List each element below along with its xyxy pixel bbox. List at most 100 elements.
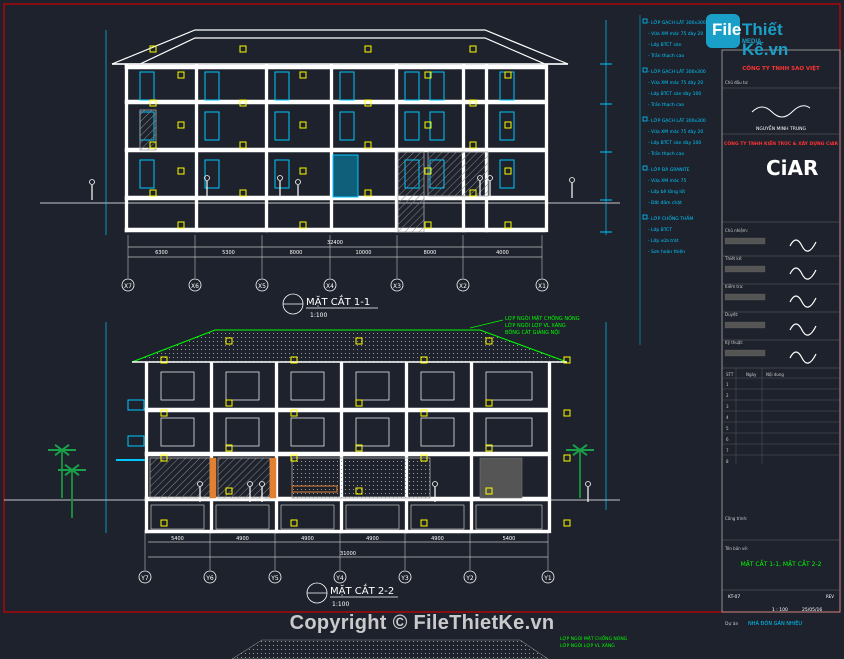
s1-window-1-5 — [429, 111, 445, 141]
s2-orange-post-2 — [269, 457, 277, 499]
s2-dim-5: 5400 — [503, 536, 516, 542]
palm-frond-0-5 — [61, 444, 70, 451]
s1-dim-total: 32400 — [327, 240, 343, 246]
s2-level-tag — [355, 487, 363, 495]
palm-frond-2-4 — [64, 464, 73, 471]
s1-column-2 — [264, 63, 269, 233]
s1-window-0-3 — [339, 71, 355, 101]
s2-room-opening-0-5 — [485, 371, 533, 401]
s1-window-0-0 — [139, 71, 155, 101]
s2-level-tag — [563, 409, 571, 417]
s2-level-tag — [160, 519, 168, 527]
spec-note-marker-16 — [642, 214, 648, 220]
s1-window-0-1 — [204, 71, 220, 101]
tb-rev-header-1: Ngày — [746, 372, 757, 377]
s1-dim-5: 4000 — [496, 250, 509, 256]
spec-note-18: - Lớp vữa trát — [648, 237, 679, 244]
s2-level-tag — [420, 519, 428, 527]
s2-level-tag — [225, 444, 233, 452]
tb-name-bar-2 — [724, 293, 766, 301]
s1-title: MẶT CẮT 1-1 — [306, 294, 370, 308]
s2-floor-slab-1 — [144, 451, 549, 457]
s1-dim-2: 8000 — [290, 250, 303, 256]
logo-sub-text: MEDIA — [742, 39, 762, 45]
sheet-border — [3, 3, 841, 613]
s1-level-tag — [424, 167, 432, 175]
s1-person-head-0 — [89, 179, 95, 185]
spec-note-19: - Sơn hoàn thiện — [648, 248, 685, 255]
s1-window-0-5 — [429, 71, 445, 101]
s2-axis-bubble-3 — [333, 570, 347, 584]
s2-level-tag — [420, 454, 428, 462]
s1-column-4 — [394, 63, 399, 233]
s2-orange-post-1 — [209, 457, 217, 499]
s2-basement-room-4 — [410, 504, 465, 530]
tb-rev-num-6: 7 — [726, 448, 729, 453]
s1-dim-1: 5300 — [222, 250, 235, 256]
s1-column-1 — [194, 63, 199, 233]
s2-level-tag — [225, 399, 233, 407]
s1-level-tag — [299, 71, 307, 79]
s2-axis-bubble-2 — [268, 570, 282, 584]
logo-badge — [706, 14, 740, 48]
palm-frond-1-1 — [579, 449, 588, 456]
s1-dim-4: 8000 — [424, 250, 437, 256]
s1-level-tag — [239, 45, 247, 53]
s1-window-2-6 — [499, 159, 515, 189]
s1-level-tag — [424, 121, 432, 129]
tb-role-4: Kỹ thuật: — [725, 340, 743, 345]
s2-room-opening-1-3 — [355, 417, 390, 447]
s2-level-tag — [563, 454, 571, 462]
s1-person-head-6 — [569, 177, 575, 183]
s2-level-tag — [160, 356, 168, 364]
s1-scale: 1:100 — [310, 312, 327, 319]
s1-level-tag — [364, 45, 372, 53]
s1-level-tag — [424, 221, 432, 229]
s2-dim-2: 4900 — [301, 536, 314, 542]
s1-axis-label-0: X7 — [124, 283, 132, 290]
s1-level-tag — [149, 141, 157, 149]
s2-bench — [291, 485, 338, 493]
s1-stair-left — [139, 109, 157, 151]
s2-person-head-0 — [197, 481, 203, 487]
palm-frond-0-4 — [54, 444, 63, 451]
spec-note-7: - Trần thạch cao — [648, 100, 684, 108]
s2-axis-bubble-1 — [203, 570, 217, 584]
spec-note-marker-0 — [642, 18, 648, 24]
s2-level-tag — [420, 409, 428, 417]
s1-person-head-1 — [204, 175, 210, 181]
s1-glass-door — [332, 154, 359, 198]
s2-roof-note-leader — [469, 319, 504, 329]
copyright-watermark: Copyright © FileThietKe.vn — [289, 612, 555, 634]
tb-role-1: Thiết kế: — [724, 256, 743, 261]
s2-room-opening-1-5 — [485, 417, 533, 447]
s2-person-head-2 — [259, 481, 265, 487]
spec-note-8: - LỚP GẠCH LÁT 300x300 — [648, 117, 706, 124]
tb-name-bar-1 — [724, 265, 766, 273]
tb-role-0: Chủ nhiệm: — [725, 228, 748, 233]
s1-axis-bubble-3 — [323, 278, 337, 292]
s2-axis-label-2: Y5 — [270, 575, 279, 582]
s1-level-tag — [299, 221, 307, 229]
s2-room-opening-0-1 — [225, 371, 260, 401]
s1-axis-label-5: X2 — [459, 283, 467, 290]
s2-dark-panel — [479, 457, 523, 499]
s2-column-2 — [274, 361, 279, 534]
s2-room-opening-0-2 — [290, 371, 325, 401]
s1-level-tag — [504, 121, 512, 129]
s1-level-tag — [424, 71, 432, 79]
s1-level-tag — [504, 167, 512, 175]
s1-window-2-1 — [204, 159, 220, 189]
s2-room-opening-1-2 — [290, 417, 325, 447]
tb-company2: CÔNG TY TNHH KIẾN TRÚC & XÂY DỰNG CIAR — [724, 139, 838, 147]
spec-note-14: - Lớp bê tông lót — [648, 188, 685, 195]
tb-rev-num-0: 1 — [726, 382, 729, 387]
s2-basement-room-2 — [280, 504, 335, 530]
tb-rev-label: REV — [826, 594, 834, 599]
s2-roof-note-0: LỢP NGÓI MẶT CHỐNG NÓNG — [505, 314, 580, 322]
bottom-note-0: LỢP NGÓI MẶT CHỐNG NÓNG — [560, 634, 628, 642]
s1-window-0-6 — [499, 71, 515, 101]
palm-frond-1-5 — [579, 444, 588, 451]
s1-level-tag — [239, 99, 247, 107]
